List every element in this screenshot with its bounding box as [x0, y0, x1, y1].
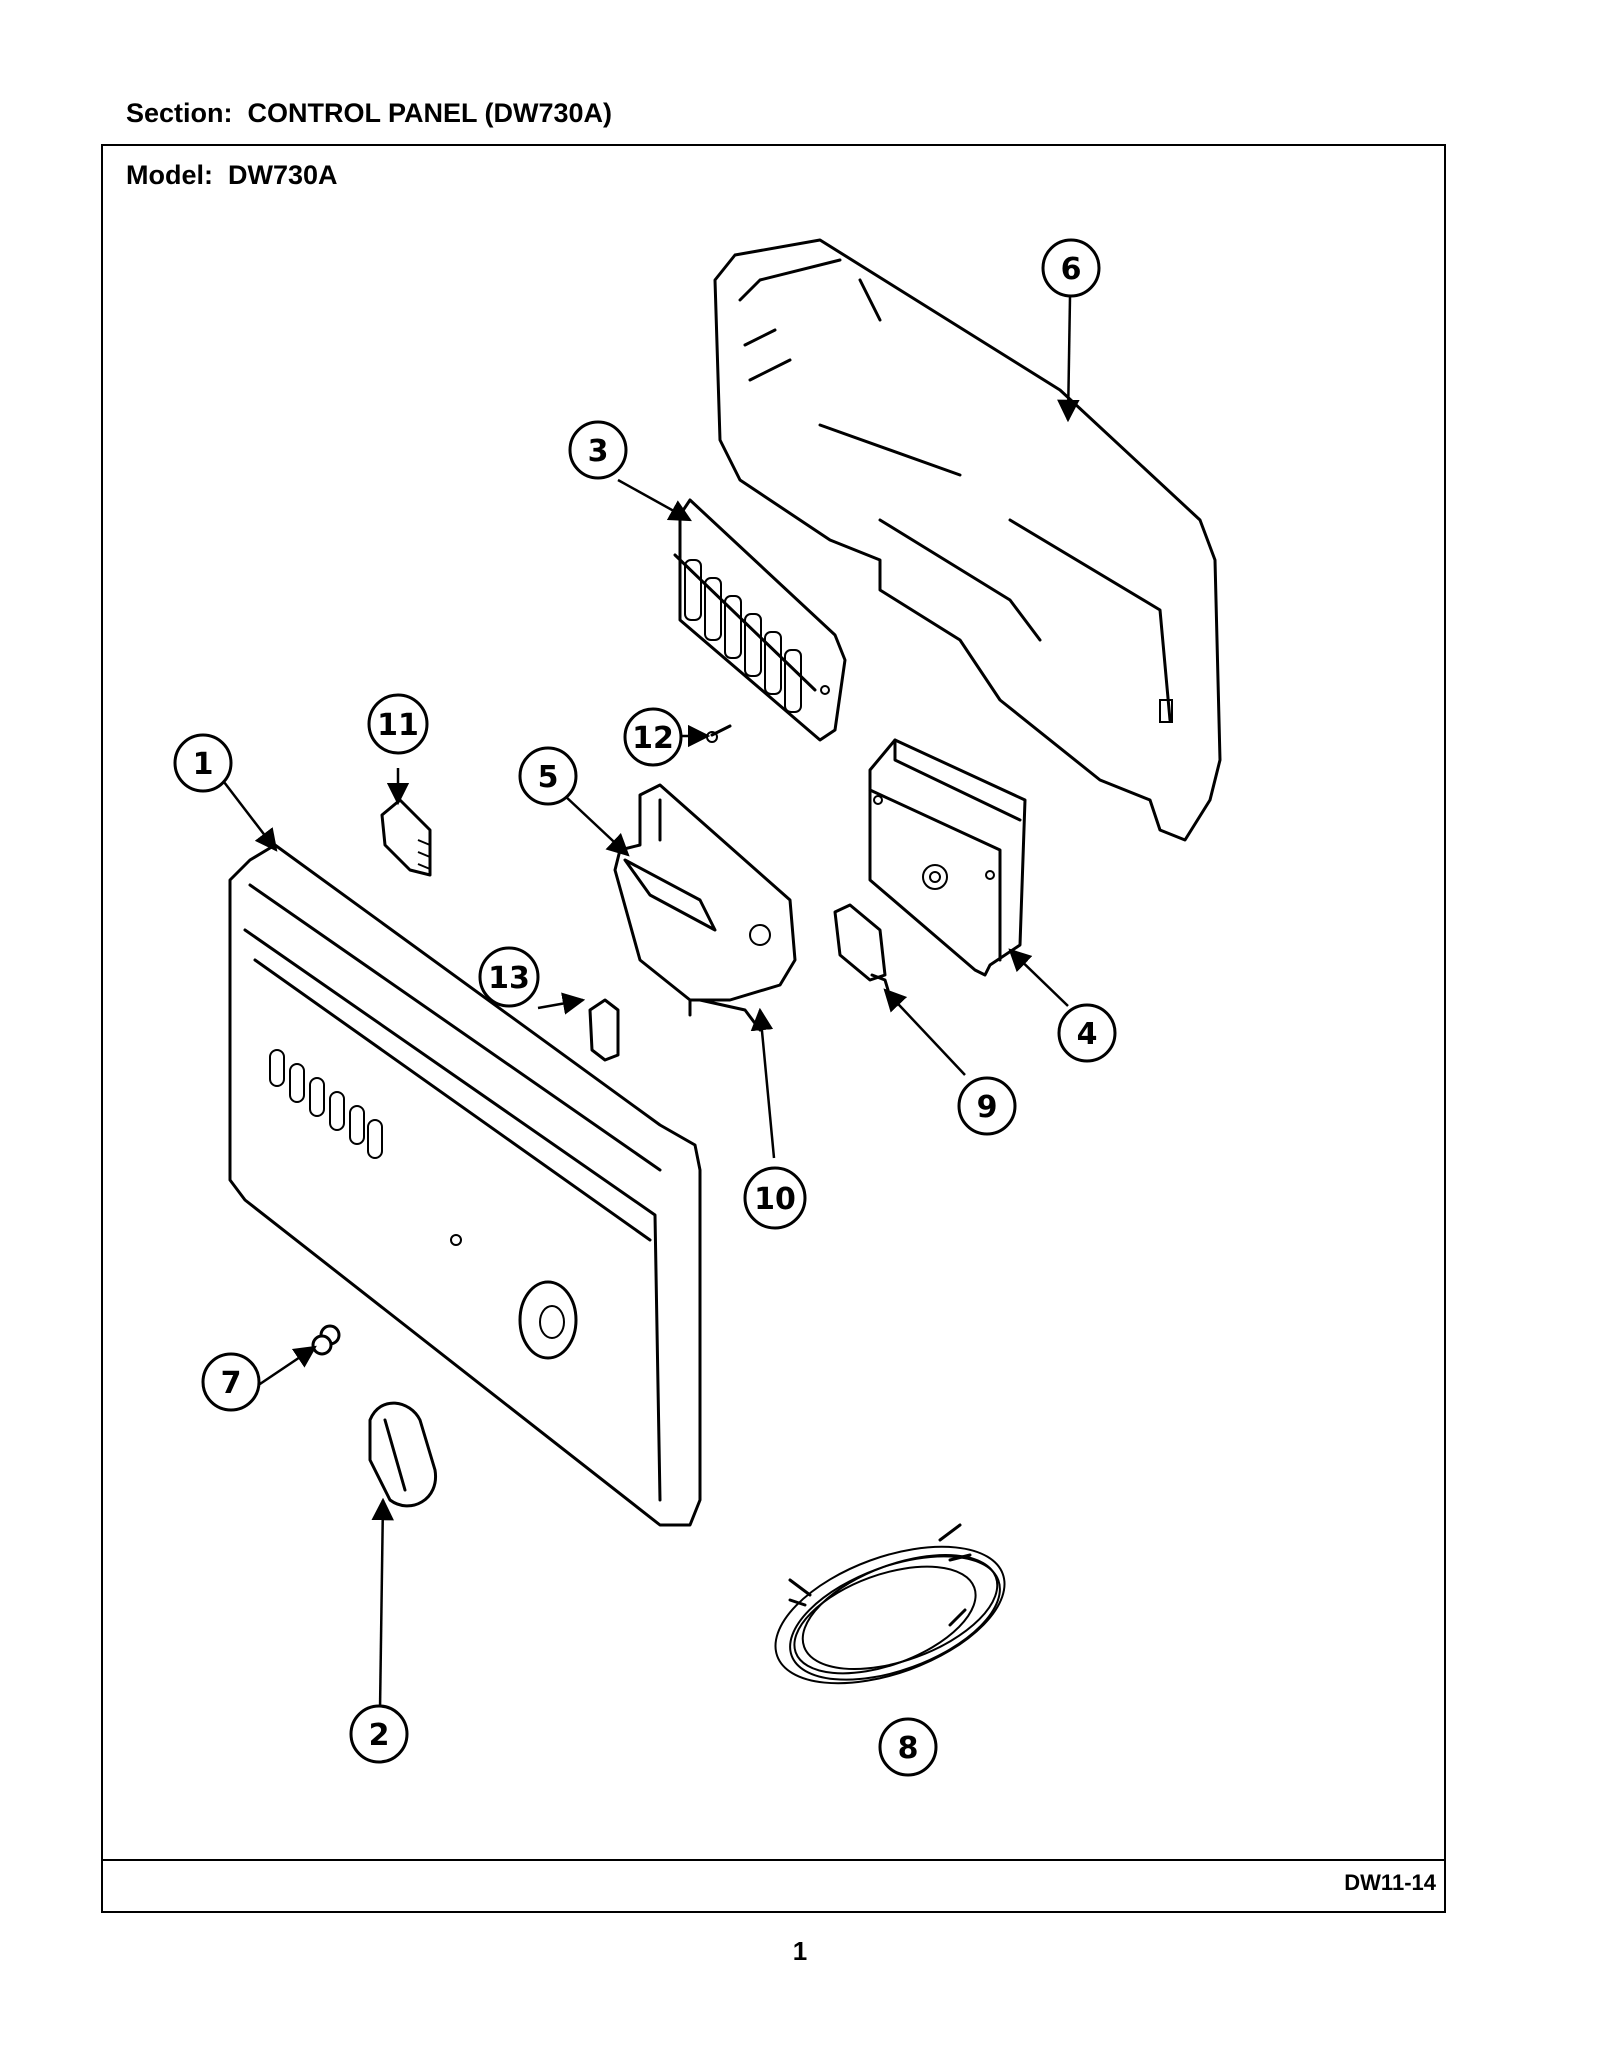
callout-4-label: 4 [1077, 1017, 1098, 1052]
callout-12: 12 [623, 707, 683, 767]
callout-4: 4 [1057, 1003, 1117, 1063]
callout-2-label: 2 [369, 1718, 390, 1753]
part-screw [706, 724, 732, 743]
part-button-assembly [673, 498, 847, 742]
part-knob [368, 1401, 437, 1508]
part-13 [588, 998, 620, 1062]
model-title: Model: DW730A [126, 160, 338, 190]
callout-9: 9 [957, 1076, 1017, 1136]
callout-5-label: 5 [538, 760, 559, 795]
part-control-panel [228, 843, 702, 1527]
callout-7: 7 [201, 1352, 261, 1412]
callout-11-label: 11 [377, 708, 419, 743]
part-bracket [613, 783, 797, 1032]
callout-10-label: 10 [754, 1182, 796, 1217]
callout-13: 13 [478, 946, 540, 1008]
leader-lines [223, 296, 1080, 1711]
callout-5: 5 [518, 746, 578, 806]
part-rear-cover [713, 238, 1222, 842]
callout-2: 2 [349, 1704, 409, 1764]
part-11 [380, 798, 432, 877]
footer-divider [101, 1859, 1446, 1861]
callout-6-label: 6 [1061, 252, 1082, 287]
callout-8-label: 8 [898, 1731, 919, 1766]
part-7 [311, 1324, 341, 1356]
section-title: Section: CONTROL PANEL (DW730A) [126, 98, 613, 128]
diagram-code: DW11-14 [1344, 1870, 1436, 1895]
callout-12-label: 12 [632, 721, 674, 756]
callout-7-label: 7 [221, 1366, 242, 1401]
callout-6: 6 [1041, 238, 1101, 298]
part-switch [833, 903, 890, 992]
callout-9-label: 9 [977, 1090, 998, 1125]
callout-8: 8 [878, 1717, 938, 1777]
callout-3: 3 [568, 420, 628, 480]
callout-3-label: 3 [588, 434, 609, 469]
part-wire-harness [774, 1523, 1006, 1685]
page-number: 1 [792, 1936, 808, 1966]
diagram-frame [101, 144, 1446, 1913]
callout-1-label: 1 [193, 747, 214, 782]
callout-1: 1 [173, 733, 233, 793]
callout-11: 11 [367, 693, 429, 755]
part-timer [868, 738, 1027, 977]
callout-10: 10 [743, 1166, 807, 1230]
callout-13-label: 13 [488, 961, 530, 996]
